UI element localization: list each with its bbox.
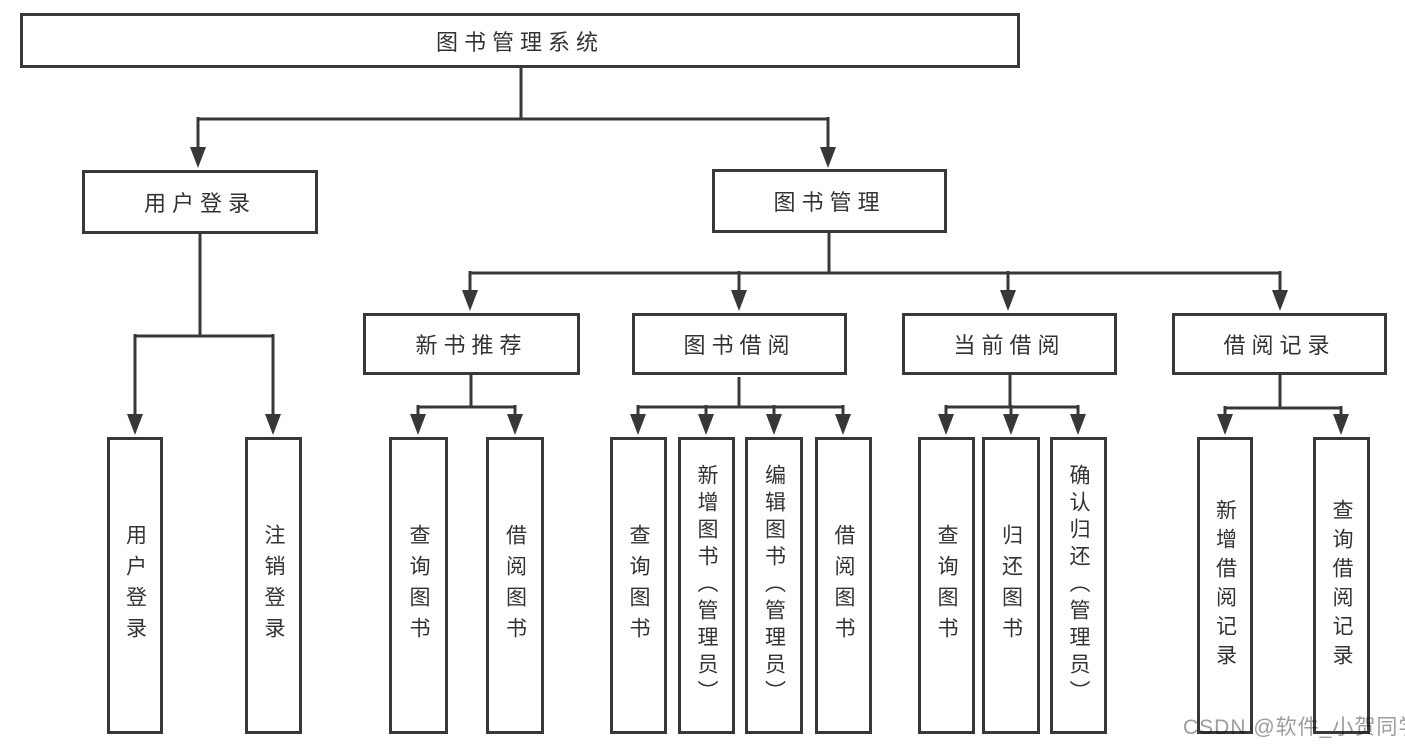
connector-current-borrow — [944, 375, 1080, 415]
connector-borrow-records — [1223, 375, 1343, 415]
leaf-borrow-books-recommend: 借阅图书 — [486, 437, 544, 734]
arrowheads-book-management — [462, 290, 1288, 311]
arrowheads-new-book-recommend — [410, 414, 523, 435]
arrowheads-current-borrow — [938, 414, 1086, 435]
leaf-borrow-books-recommend-label: 借阅图书 — [503, 523, 527, 648]
connector-user-login — [133, 234, 275, 415]
leaf-query-books-recommend-label: 查询图书 — [407, 523, 430, 648]
leaf-query-borrow-record-label: 查询借阅记录 — [1330, 498, 1353, 673]
arrowheads-book-borrow — [630, 414, 851, 435]
node-book-management: 图书管理 — [712, 169, 947, 233]
connector-book-borrow — [636, 377, 845, 415]
leaf-query-books-current-label: 查询图书 — [935, 523, 958, 648]
leaf-query-books-borrow-label: 查询图书 — [627, 523, 650, 648]
leaf-edit-books-admin-label: 编辑图书（管理员） — [762, 464, 786, 707]
leaf-add-books-admin-label: 新增图书（管理员） — [695, 464, 718, 707]
leaf-query-books-current: 查询图书 — [918, 437, 975, 734]
leaf-add-books-admin: 新增图书（管理员） — [678, 437, 735, 734]
leaf-query-books-borrow: 查询图书 — [610, 437, 667, 734]
leaf-user-login: 用户登录 — [107, 437, 163, 734]
connector-book-management — [468, 233, 1282, 291]
leaf-return-books-label: 归还图书 — [999, 523, 1023, 648]
leaf-edit-books-admin: 编辑图书（管理员） — [745, 437, 803, 734]
leaf-confirm-return-admin-label: 确认归还（管理员） — [1067, 464, 1090, 707]
leaf-query-borrow-record: 查询借阅记录 — [1313, 437, 1370, 734]
leaf-user-login-label: 用户登录 — [123, 523, 147, 648]
leaf-logout: 注销登录 — [245, 437, 302, 734]
leaf-confirm-return-admin: 确认归还（管理员） — [1050, 437, 1107, 734]
arrowheads-borrow-records — [1217, 414, 1349, 435]
connector-new-book-recommend — [416, 375, 517, 415]
node-user-login: 用户登录 — [82, 170, 318, 234]
node-new-book-recommend: 新书推荐 — [363, 313, 580, 375]
leaf-add-borrow-record: 新增借阅记录 — [1197, 437, 1253, 734]
leaf-borrow-books-label: 借阅图书 — [832, 523, 855, 648]
leaf-query-books-recommend: 查询图书 — [389, 437, 448, 734]
node-borrow-records: 借阅记录 — [1172, 313, 1387, 375]
connector-root — [196, 68, 830, 148]
node-current-borrow: 当前借阅 — [902, 313, 1117, 375]
arrowheads-user-login — [127, 414, 281, 435]
leaf-return-books: 归还图书 — [982, 437, 1040, 734]
csdn-watermark: CSDN @软件_小贺同学 — [1183, 716, 1405, 739]
leaf-borrow-books: 借阅图书 — [815, 437, 872, 734]
leaf-logout-label: 注销登录 — [262, 523, 285, 648]
node-book-borrow: 图书借阅 — [632, 313, 847, 375]
node-library-management-system: 图书管理系统 — [20, 13, 1020, 68]
arrowheads-root — [190, 147, 836, 168]
leaf-add-borrow-record-label: 新增借阅记录 — [1213, 498, 1237, 673]
